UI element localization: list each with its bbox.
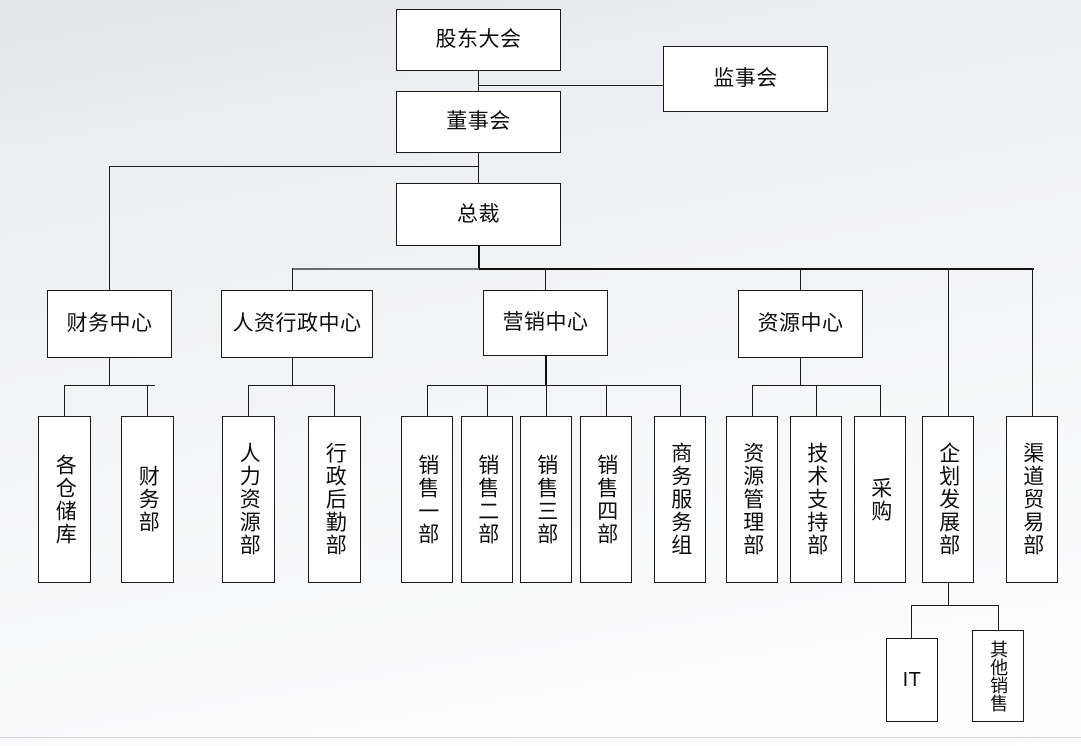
node-label: 监事会	[713, 67, 778, 91]
node-label: 商务服务组	[668, 442, 692, 557]
connector-finance-to-warehouses	[64, 385, 65, 416]
node-sales-dept-1[interactable]: 销售一部	[401, 416, 453, 583]
connector-president-bus-left	[292, 268, 479, 270]
node-label: 人力资源部	[237, 442, 261, 557]
connector-marketing-to-sales1	[427, 385, 428, 416]
node-board-of-supervisors[interactable]: 监事会	[663, 46, 828, 112]
node-channel-trade-dept[interactable]: 渠道贸易部	[1006, 416, 1058, 583]
node-label: 其他销售	[988, 640, 1009, 712]
connector-marketing-center-stem	[545, 356, 547, 386]
node-label: 营销中心	[502, 311, 589, 335]
node-label: 销售三部	[534, 453, 558, 546]
connector-marketing-to-business-service	[680, 385, 681, 416]
node-hr-dept[interactable]: 人力资源部	[222, 416, 275, 583]
connector-marketing-to-sales2	[487, 385, 488, 416]
connector-shareholders-to-supervisors	[478, 85, 663, 86]
node-label: 技术支持部	[804, 442, 828, 557]
connector-finance-center-stem	[109, 358, 110, 386]
node-finance-dept[interactable]: 财务部	[121, 416, 174, 583]
connector-hr-to-hr-dept	[248, 385, 249, 416]
connector-board-bus-left	[109, 166, 479, 167]
node-sales-dept-3[interactable]: 销售三部	[520, 416, 572, 583]
connector-hr-to-admin-dept	[334, 385, 335, 416]
node-label: 股东大会	[435, 28, 522, 52]
node-board-of-directors[interactable]: 董事会	[396, 91, 561, 153]
connector-finance-center-bus	[64, 385, 155, 386]
node-label: 总裁	[457, 202, 500, 226]
connector-bus-to-hr-center	[292, 268, 293, 290]
node-shareholders-meeting[interactable]: 股东大会	[396, 9, 561, 71]
node-label: 渠道贸易部	[1020, 442, 1044, 557]
connector-planning-dev-bus	[911, 605, 999, 606]
node-business-service-group[interactable]: 商务服务组	[654, 416, 706, 583]
connector-bus-to-planning-dev	[948, 268, 949, 416]
connector-president-bus	[478, 268, 1034, 270]
connector-planning-dev-stem	[948, 581, 949, 606]
node-resource-center[interactable]: 资源中心	[738, 290, 863, 358]
connector-marketing-to-sales3	[546, 385, 547, 416]
connector-finance-to-finance-dept	[147, 385, 148, 416]
connector-board-to-finance-center	[109, 166, 110, 290]
connector-resource-center-stem	[800, 358, 801, 386]
node-hr-admin-center[interactable]: 人资行政中心	[221, 290, 373, 358]
connector-planning-to-other-sales	[998, 605, 999, 630]
connector-hr-center-bus	[248, 385, 335, 386]
node-label: 董事会	[446, 110, 511, 134]
node-label: 销售二部	[475, 453, 499, 546]
node-label: 资源管理部	[740, 442, 764, 557]
node-finance-center[interactable]: 财务中心	[47, 290, 172, 358]
node-label: 行政后勤部	[323, 442, 347, 557]
node-president[interactable]: 总裁	[396, 183, 561, 246]
node-it[interactable]: IT	[886, 638, 938, 722]
node-admin-logistics-dept[interactable]: 行政后勤部	[308, 416, 361, 583]
connector-board-to-president	[478, 152, 479, 183]
connector-marketing-center-bus	[427, 385, 681, 386]
connector-marketing-to-sales4	[606, 385, 607, 416]
node-label: IT	[902, 668, 922, 691]
node-label: 财务部	[136, 465, 160, 534]
connector-planning-to-it	[911, 605, 912, 638]
node-label: 资源中心	[757, 312, 844, 336]
connector-president-stem	[478, 245, 480, 269]
node-label: 销售一部	[415, 453, 439, 546]
node-resource-mgmt-dept[interactable]: 资源管理部	[726, 416, 778, 583]
node-label: 人资行政中心	[232, 312, 362, 336]
node-label: 财务中心	[66, 312, 153, 336]
node-label: 各仓储库	[53, 453, 77, 546]
connector-resource-to-procurement	[880, 385, 881, 416]
node-label: 销售四部	[594, 453, 618, 546]
node-label: 企划发展部	[936, 442, 960, 557]
node-marketing-center[interactable]: 营销中心	[483, 290, 608, 356]
connector-hr-center-stem	[292, 358, 293, 386]
connector-bus-to-marketing-center	[545, 268, 546, 290]
node-label: 采购	[868, 476, 892, 523]
connector-resource-to-mgmt-dept	[752, 385, 753, 416]
connector-shareholders-to-board	[478, 71, 479, 91]
node-planning-dev-dept[interactable]: 企划发展部	[922, 416, 974, 583]
connector-bus-to-channel-trade	[1032, 268, 1033, 416]
node-other-sales[interactable]: 其他销售	[972, 630, 1024, 722]
connector-resource-to-tech-dept	[816, 385, 817, 416]
node-sales-dept-2[interactable]: 销售二部	[461, 416, 513, 583]
node-sales-dept-4[interactable]: 销售四部	[580, 416, 632, 583]
node-warehouses[interactable]: 各仓储库	[38, 416, 91, 583]
node-procurement[interactable]: 采购	[854, 416, 906, 583]
connector-bus-to-resource-center	[800, 268, 801, 290]
node-tech-support-dept[interactable]: 技术支持部	[790, 416, 842, 583]
